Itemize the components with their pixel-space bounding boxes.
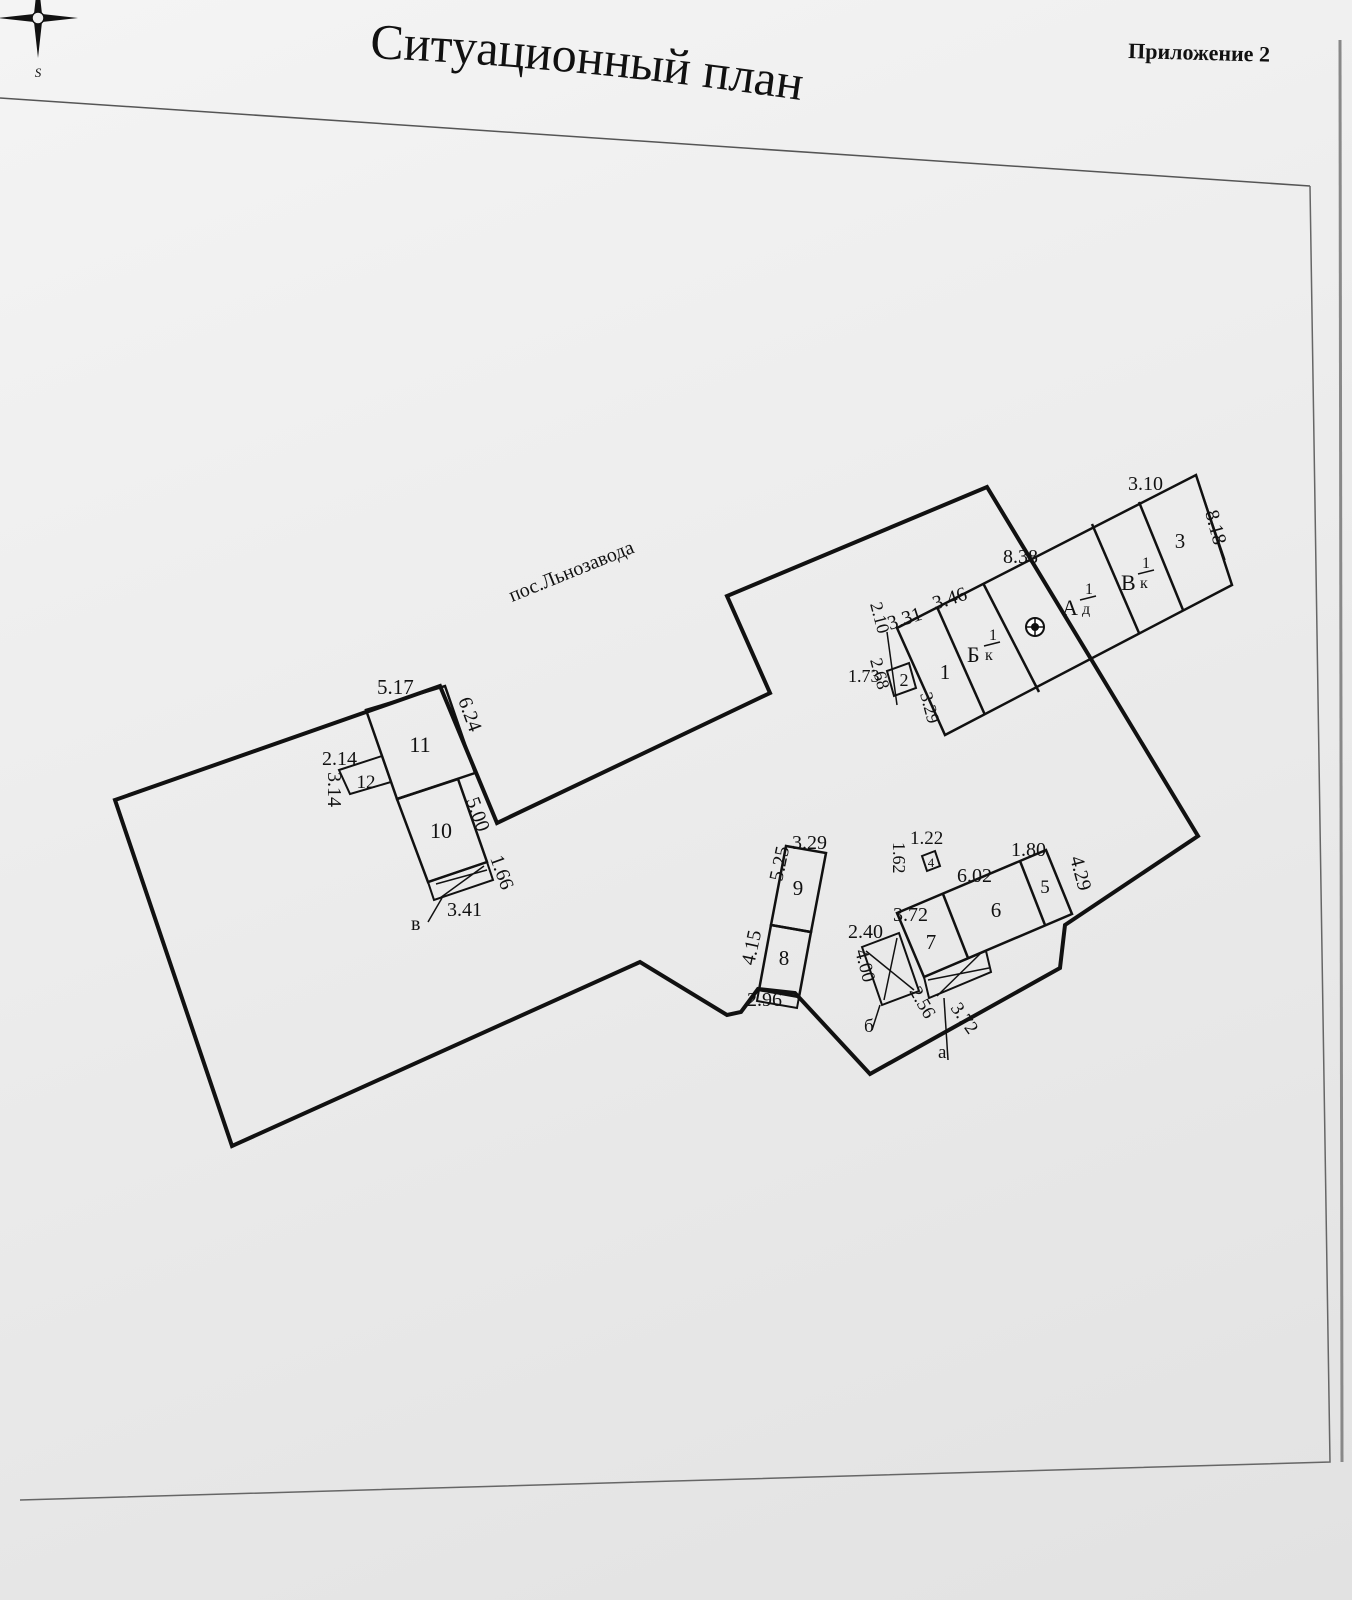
litera-v-bar	[1137, 569, 1155, 575]
litera-a-den: д	[1082, 601, 1090, 618]
ext-line-left	[886, 631, 898, 706]
litera-b-bar	[983, 641, 1001, 647]
dim-1-80: 1.80	[1011, 839, 1046, 861]
porch-a-cross	[927, 953, 990, 997]
dim-3-72-porch: 3.72	[946, 999, 982, 1038]
main-building	[885, 473, 1234, 737]
dim-1-22: 1.22	[910, 828, 943, 849]
appendix-label: Приложение 2	[1128, 38, 1270, 67]
dim-3-41: 3.41	[447, 899, 482, 921]
dim-5-17: 5.17	[377, 675, 414, 699]
litera-b-num: 1	[989, 627, 997, 644]
page-title: Ситуационный план	[369, 13, 807, 111]
middle-building	[755, 844, 828, 1010]
room-5-label: 5	[1040, 877, 1050, 898]
litera-v-num: 1	[1142, 555, 1150, 572]
wall-1-b	[935, 606, 987, 716]
wall-7-6	[941, 893, 970, 959]
wall-b-a	[981, 582, 1041, 693]
wall-6-5	[1018, 860, 1047, 926]
litera-b-den: к	[985, 647, 993, 664]
porch-b-label: б	[864, 1016, 874, 1037]
step-8-outline	[755, 988, 801, 1010]
main-building-outline	[895, 473, 1234, 737]
room-3-label: 3	[1175, 529, 1186, 553]
dim-4-15: 4.15	[737, 928, 766, 967]
room-10-label: 10	[430, 818, 452, 843]
litera-v-den: к	[1140, 575, 1148, 592]
plot-boundary	[112, 484, 1201, 1149]
wall-a-v	[1090, 523, 1141, 634]
dim-2-10: 2.10	[866, 600, 893, 636]
dim-8-38: 8.38	[1003, 546, 1038, 568]
porch-b-cross	[865, 937, 915, 1001]
dim-1-66: 1.66	[485, 852, 518, 892]
dim-1-73: 1.73	[848, 666, 880, 686]
room-9-label: 9	[793, 876, 804, 900]
dim-3-14: 3.14	[323, 772, 345, 807]
room-12-label: 12	[357, 772, 376, 793]
porch-v-outline	[426, 860, 495, 902]
room-12-outline	[337, 754, 393, 796]
dim-8-18: 8.18	[1200, 508, 1230, 548]
room-11-label: 11	[409, 732, 430, 757]
litera-a-num: 1	[1085, 581, 1093, 598]
porch-v-cross	[435, 865, 488, 899]
dim-6-02: 6.02	[957, 865, 992, 887]
litera-v-letter: В	[1121, 570, 1136, 595]
dim-5-25: 5.25	[765, 844, 794, 883]
porch-a-leader	[943, 997, 949, 1061]
well-symbol-icon	[1025, 617, 1045, 637]
litera-b-letter: Б	[967, 642, 980, 667]
plot-label: пос.Льнозавода	[506, 536, 638, 606]
porch-b-outline	[860, 931, 921, 1007]
frame-border	[19, 185, 1331, 1501]
porch-v-label: в	[411, 913, 420, 935]
room-6-label: 6	[991, 898, 1002, 922]
room-4-outline	[920, 849, 942, 873]
dim-4-29: 4.29	[1065, 854, 1095, 894]
dim-2-96: 2.96	[747, 989, 782, 1011]
room-7-label: 7	[926, 930, 937, 954]
room-2-label: 2	[900, 670, 909, 690]
dim-3-72: 3.72	[893, 904, 928, 926]
room-1-label: 1	[940, 660, 951, 684]
right-page-edge	[1338, 39, 1344, 1463]
south-building-outline	[895, 848, 1074, 979]
porch-a-label: а	[938, 1042, 947, 1063]
dim-4-00: 4.00	[850, 947, 879, 985]
page-title-text: Ситуационный план	[369, 13, 807, 111]
dim-2-68: 2.68	[866, 656, 893, 692]
dim-1-62: 1.62	[889, 842, 909, 874]
litera-a-bar	[1079, 595, 1097, 601]
porch-a-outline	[922, 949, 993, 1000]
wall-v-3	[1137, 501, 1185, 611]
dim-2-40: 2.40	[848, 921, 883, 943]
dim-3-46: 3.46	[930, 583, 970, 615]
compass-rose-icon	[0, 0, 78, 58]
porch-b-leader	[871, 1004, 881, 1031]
dim-3-10: 3.10	[1128, 473, 1163, 495]
south-building	[860, 848, 1074, 1061]
dim-3-29: 3.29	[916, 690, 943, 726]
room-8-label: 8	[779, 946, 790, 970]
room-4-label: 4	[928, 855, 935, 870]
west-building	[337, 684, 495, 923]
porch-v-leader	[427, 897, 443, 923]
room-2-outline	[885, 661, 918, 698]
paper-top-edge	[0, 97, 1311, 187]
dim-3-29-mid: 3.29	[792, 832, 827, 854]
litera-a-letter: А	[1062, 595, 1078, 620]
ext-line-right	[1195, 474, 1226, 561]
compass-letter: S	[35, 65, 42, 80]
dim-2-14: 2.14	[322, 748, 357, 770]
dim-2-56: 2.56	[905, 983, 940, 1022]
